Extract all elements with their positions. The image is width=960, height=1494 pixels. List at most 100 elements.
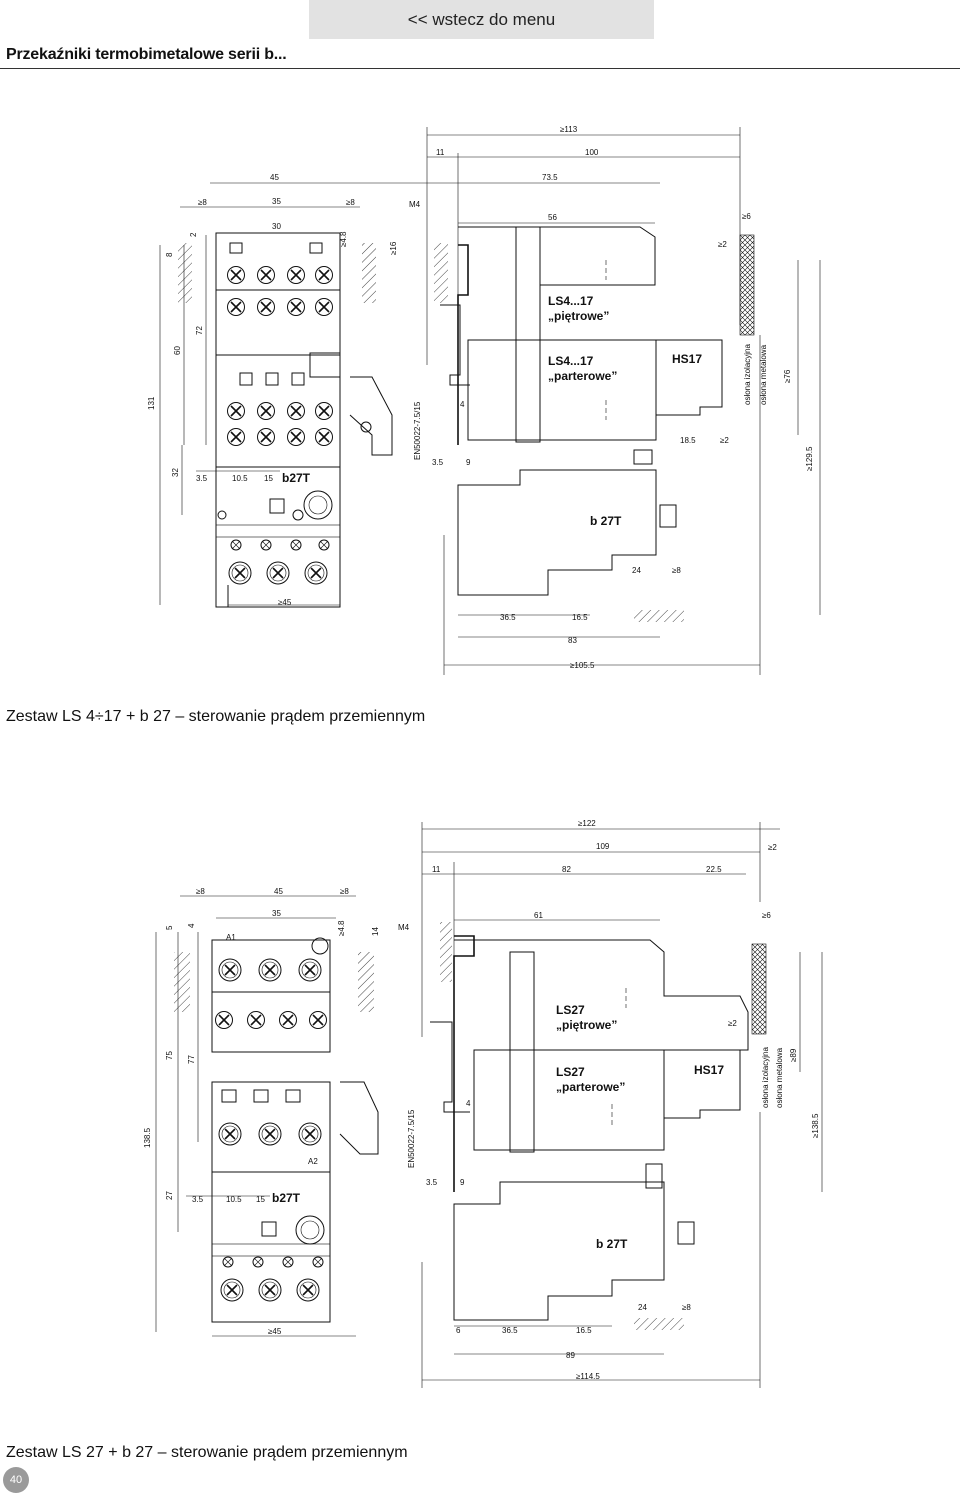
relay-screws-left bbox=[228, 539, 330, 585]
dim-8v: 8 bbox=[165, 252, 174, 257]
dim-22-5: 22.5 bbox=[706, 865, 722, 874]
dim-15: 15 bbox=[264, 474, 273, 483]
label-cover-metal: osłona metalowa bbox=[759, 344, 768, 405]
dim-82: 82 bbox=[562, 865, 571, 874]
label-cover-metal: osłona metalowa bbox=[775, 1047, 784, 1108]
dim-6b: 6 bbox=[456, 1326, 461, 1335]
dim-3-5b: 3.5 bbox=[426, 1178, 438, 1187]
dim-36-5: 36.5 bbox=[500, 613, 516, 622]
dim-8a: ≥8 bbox=[198, 198, 207, 207]
figure1-caption: Zestaw LS 4÷17 + b 27 – sterowanie prąde… bbox=[6, 708, 426, 725]
label-ls-lower: LS27 bbox=[556, 1065, 585, 1079]
dim-8b: ≥8 bbox=[346, 198, 355, 207]
dim-16-5: 16.5 bbox=[576, 1326, 592, 1335]
dim-27: 27 bbox=[165, 1191, 174, 1200]
dim-109: 109 bbox=[596, 842, 610, 851]
dim-100: 100 bbox=[585, 148, 599, 157]
label-b27t-right: b 27T bbox=[590, 514, 622, 528]
dim-24: 24 bbox=[638, 1303, 647, 1312]
dim-2v: 2 bbox=[189, 232, 198, 237]
page-title: Przekaźniki termobimetalowe serii b... bbox=[6, 46, 287, 63]
page-number-badge: 40 bbox=[3, 1467, 29, 1493]
dim-73-5: 73.5 bbox=[542, 173, 558, 182]
label-hs17: HS17 bbox=[694, 1063, 724, 1077]
label-ls-upper: LS27 bbox=[556, 1003, 585, 1017]
dim-10-5: 10.5 bbox=[232, 474, 248, 483]
label-b27t-right: b 27T bbox=[596, 1237, 628, 1251]
dim-36-5: 36.5 bbox=[502, 1326, 518, 1335]
relay-screws-left-2 bbox=[220, 1256, 324, 1302]
dim-45b: ≥45 bbox=[278, 598, 292, 607]
dim-129-5: ≥129.5 bbox=[805, 446, 814, 471]
dim-11: 11 bbox=[432, 865, 441, 874]
dim-61: 61 bbox=[534, 911, 543, 920]
dim-18-5: 18.5 bbox=[680, 436, 696, 445]
label-ls-lower: LS4...17 bbox=[548, 354, 594, 368]
dim-5: 5 bbox=[165, 925, 174, 930]
dim-72: 72 bbox=[195, 326, 204, 335]
dim-4: 4 bbox=[466, 1099, 471, 1108]
label-ls-upper-sub: „piętrowe” bbox=[548, 309, 609, 323]
dim-45: 45 bbox=[274, 887, 283, 896]
dim-2t: ≥2 bbox=[768, 843, 777, 852]
dim-4-8: ≥4.8 bbox=[337, 920, 346, 936]
terminal-screws-top-2 bbox=[214, 958, 328, 1030]
dim-2b: ≥2 bbox=[720, 436, 729, 445]
label-b27t-left: b27T bbox=[272, 1191, 301, 1205]
dim-11: 11 bbox=[436, 148, 445, 157]
dim-45: 45 bbox=[270, 173, 279, 182]
back-to-menu-button[interactable]: << wstecz do menu bbox=[309, 0, 654, 39]
dim-24: 24 bbox=[632, 566, 641, 575]
terminal-screws-mid bbox=[226, 401, 334, 447]
terminal-screws-mid-2 bbox=[218, 1122, 322, 1146]
dim-113: ≥113 bbox=[560, 125, 578, 134]
dim-6: ≥6 bbox=[762, 911, 771, 920]
dim-89: ≥89 bbox=[789, 1048, 798, 1062]
dim-45b: ≥45 bbox=[268, 1327, 282, 1336]
label-ls-upper: LS4...17 bbox=[548, 294, 594, 308]
label-b27t-left: b27T bbox=[282, 471, 311, 485]
dim-3-5a: 3.5 bbox=[196, 474, 208, 483]
dim-138-5-right: ≥138.5 bbox=[811, 1113, 820, 1138]
label-hs17: HS17 bbox=[672, 352, 702, 366]
dim-9: 9 bbox=[460, 1178, 465, 1187]
dim-114-5: ≥114.5 bbox=[576, 1372, 600, 1381]
dim-10-5: 10.5 bbox=[226, 1195, 242, 1204]
dim-15: 15 bbox=[256, 1195, 265, 1204]
dim-8b: ≥8 bbox=[340, 887, 349, 896]
dim-4v: 4 bbox=[187, 923, 196, 928]
label-en-rail: EN50022-7.5/15 bbox=[407, 1109, 416, 1168]
dim-3-5b: 3.5 bbox=[432, 458, 444, 467]
dim-35: 35 bbox=[272, 909, 281, 918]
dim-138-5-left: 138.5 bbox=[143, 1127, 152, 1148]
label-a2: A2 bbox=[308, 1157, 318, 1166]
figure2-caption: Zestaw LS 27 + b 27 – sterowanie prądem … bbox=[6, 1444, 408, 1461]
dim-8a: ≥8 bbox=[196, 887, 205, 896]
title-divider bbox=[0, 68, 960, 69]
dim-14: 14 bbox=[371, 927, 380, 936]
dim-2r: ≥2 bbox=[718, 240, 727, 249]
dim-131: 131 bbox=[147, 396, 156, 410]
dim-83: 83 bbox=[568, 636, 577, 645]
dim-56: 56 bbox=[548, 213, 557, 222]
dim-30: 30 bbox=[272, 222, 281, 231]
dim-8c: ≥8 bbox=[682, 1303, 691, 1312]
label-en-rail: EN50022-7.5/15 bbox=[413, 401, 422, 460]
label-cover-insulating: osłona izolacyjna bbox=[761, 1047, 770, 1108]
dim-105-5: ≥105.5 bbox=[570, 661, 595, 670]
figure2-drawing: ≥122 109 ≥2 11 82 22.5 ≥8 45 ≥8 35 5 4 ≥… bbox=[143, 819, 823, 1388]
label-ls-lower-sub: „parterowe” bbox=[548, 369, 617, 383]
label-m4: M4 bbox=[409, 200, 421, 209]
dim-16-5: 16.5 bbox=[572, 613, 588, 622]
label-ls-lower-sub: „parterowe” bbox=[556, 1080, 625, 1094]
dim-3-5a: 3.5 bbox=[192, 1195, 204, 1204]
dim-89b: 89 bbox=[566, 1351, 575, 1360]
dim-122: ≥122 bbox=[578, 819, 596, 828]
label-a1: A1 bbox=[226, 933, 236, 942]
dim-35: 35 bbox=[272, 197, 281, 206]
dim-8c: ≥8 bbox=[672, 566, 681, 575]
label-cover-insulating: osłona izolacyjna bbox=[743, 344, 752, 405]
dim-9: 9 bbox=[466, 458, 471, 467]
dim-60: 60 bbox=[173, 346, 182, 355]
dim-4-8: ≥4.8 bbox=[339, 231, 348, 247]
